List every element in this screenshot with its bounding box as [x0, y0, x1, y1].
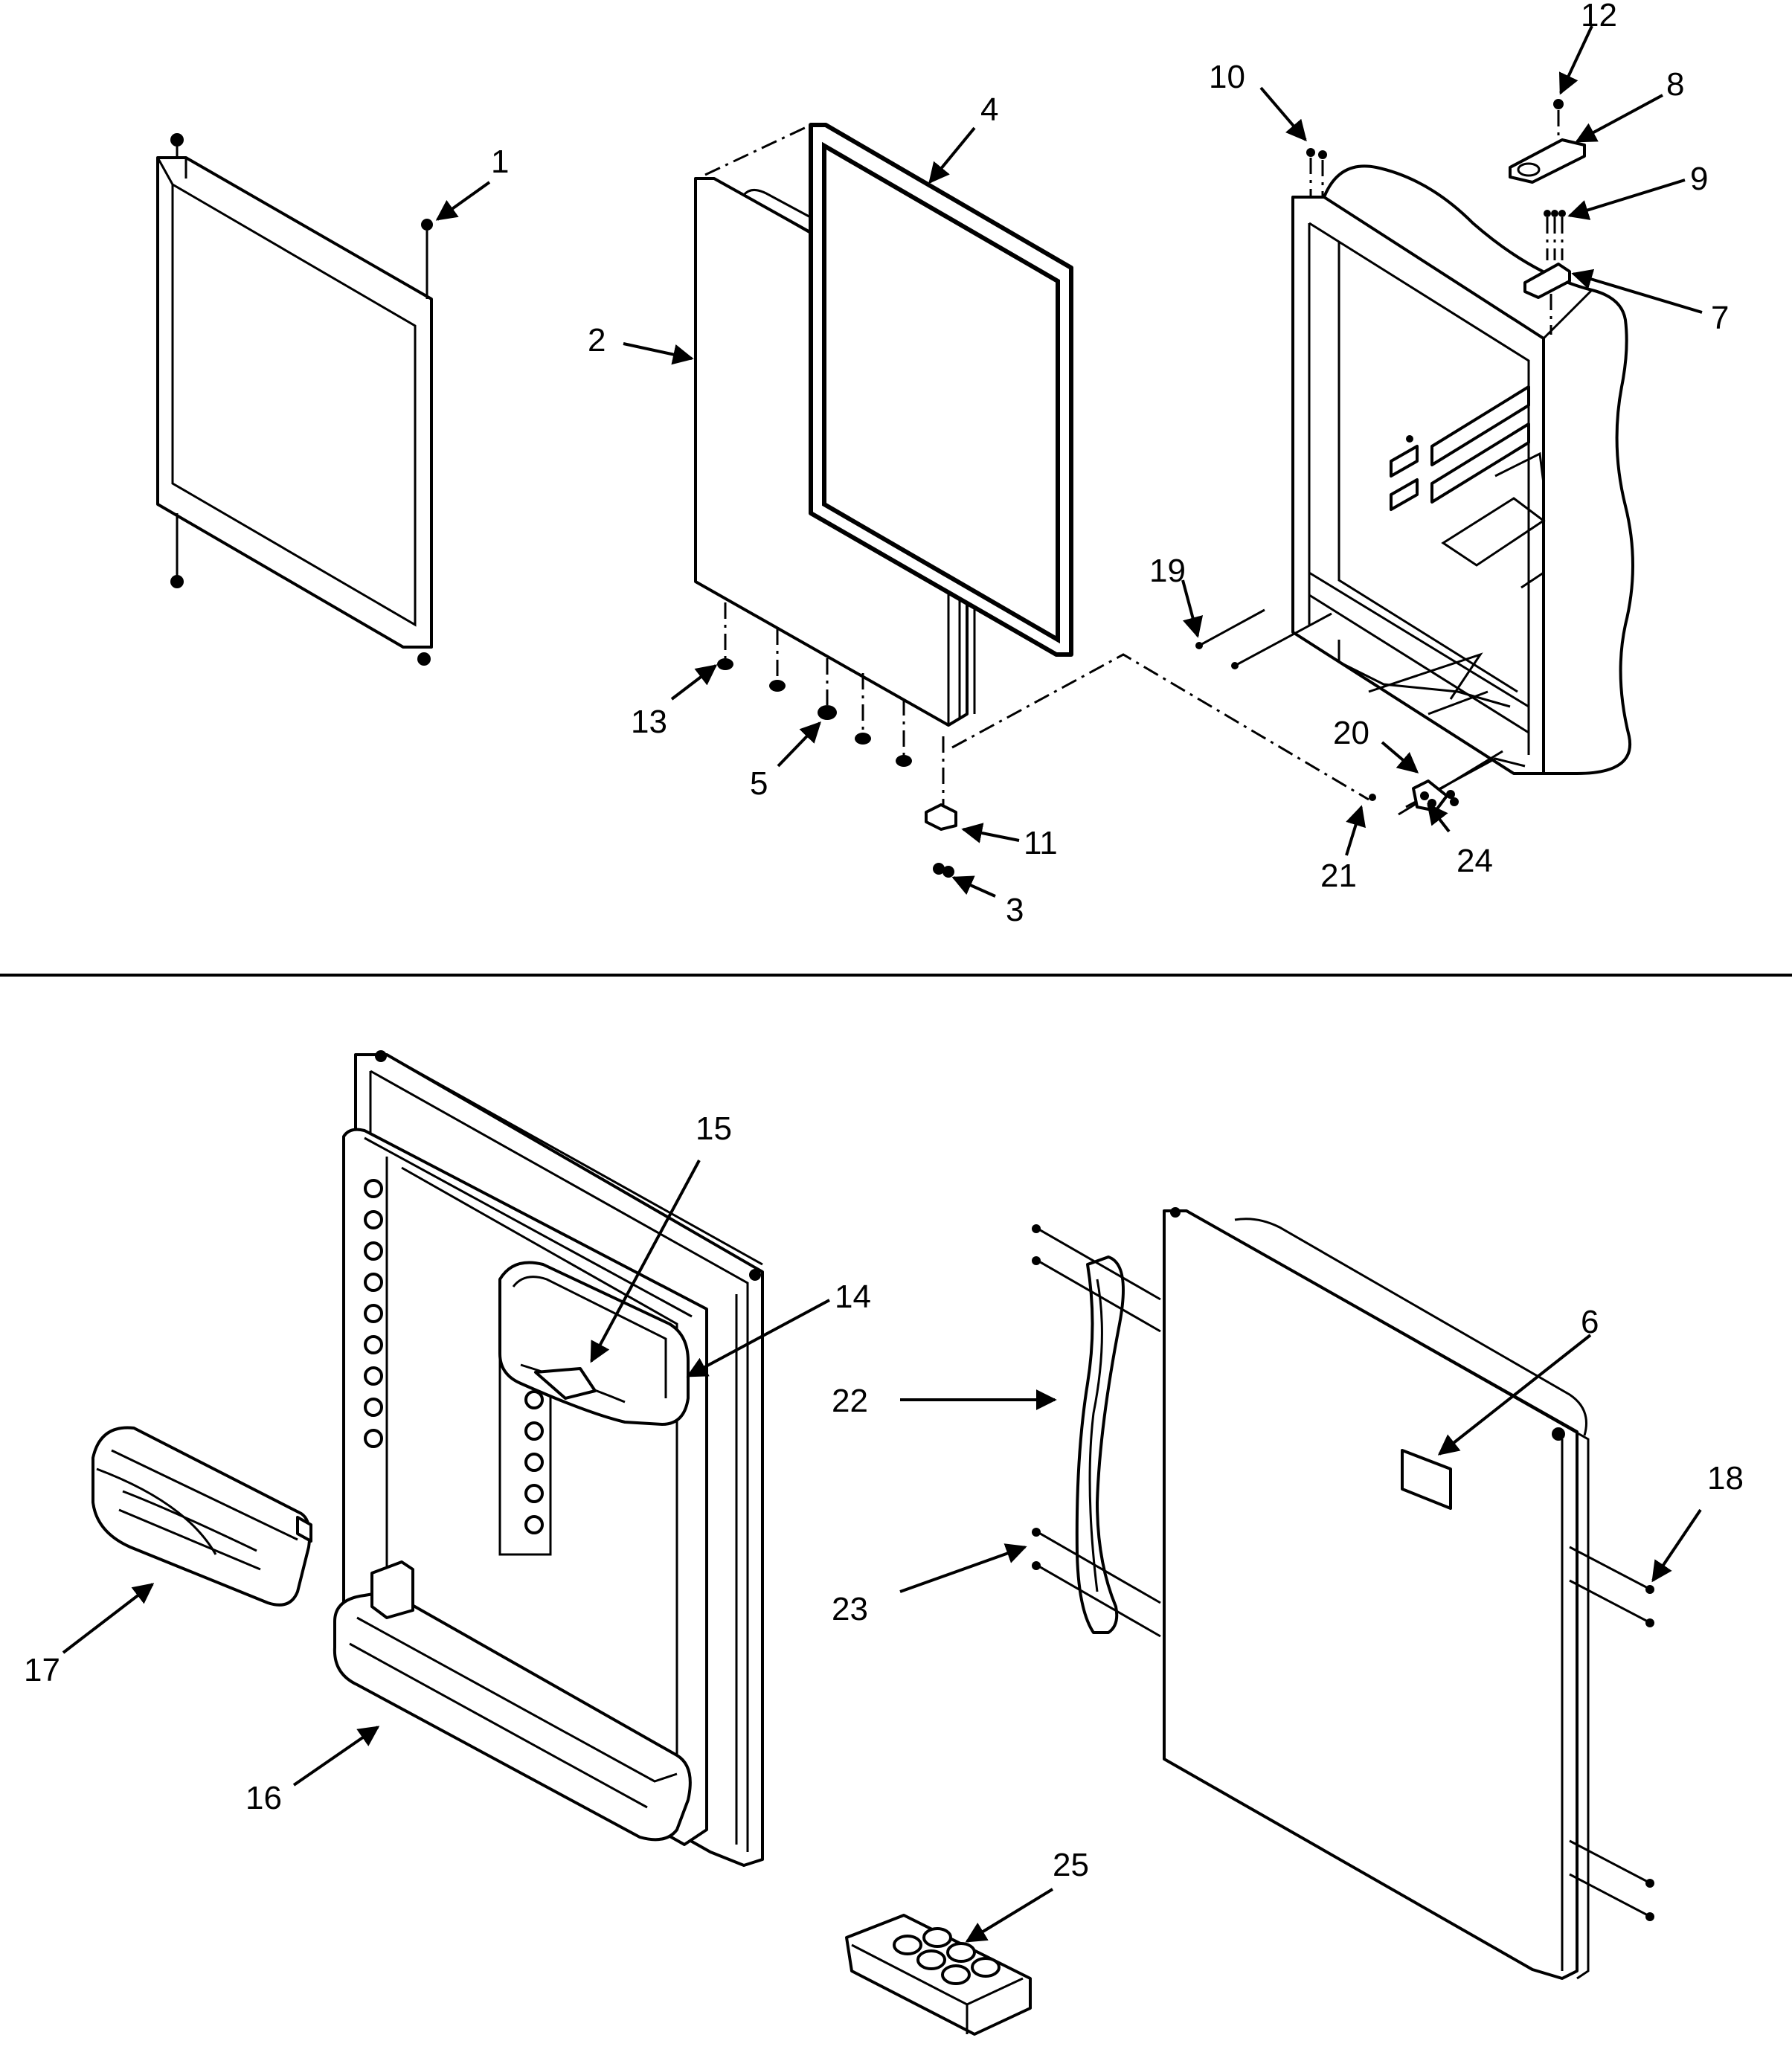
door-frame-part	[156, 133, 433, 666]
callout-1: 1	[491, 144, 509, 180]
door-bin-part	[91, 1426, 312, 1607]
callout-20: 20	[1333, 715, 1369, 751]
gasket-part	[809, 123, 1073, 657]
door-handle-part	[1032, 1224, 1161, 1638]
callout-15: 15	[696, 1110, 732, 1147]
callout-2: 2	[588, 322, 606, 358]
callout-13: 13	[631, 704, 667, 740]
door-outer-panel-part	[1163, 1207, 1590, 1980]
callout-19: 19	[1149, 553, 1186, 589]
cabinet-part	[1291, 164, 1634, 775]
callout-18: 18	[1707, 1460, 1744, 1496]
door-side-screws	[1569, 1546, 1654, 1921]
callout-24: 24	[1457, 843, 1493, 879]
callout-10: 10	[1209, 59, 1245, 95]
callout-14: 14	[835, 1279, 871, 1315]
callout-3: 3	[1006, 892, 1024, 928]
alignment-line	[951, 653, 1369, 801]
callout-12: 12	[1581, 0, 1617, 33]
callout-23: 23	[832, 1591, 868, 1627]
callout-25: 25	[1053, 1847, 1089, 1883]
top-hinge-assembly	[1509, 99, 1586, 335]
foot-pads	[717, 602, 912, 767]
callout-9: 9	[1690, 161, 1708, 197]
callout-6: 6	[1581, 1304, 1599, 1340]
egg-tray-part	[845, 1914, 1032, 2036]
alignment-line	[704, 123, 812, 176]
liner-knobs	[364, 1179, 544, 1534]
cabinet-top-screws	[1306, 148, 1327, 197]
callout-11: 11	[1024, 825, 1058, 861]
callout-16: 16	[245, 1780, 282, 1816]
callout-7: 7	[1711, 300, 1729, 336]
callout-5: 5	[750, 765, 768, 802]
callout-8: 8	[1666, 66, 1684, 103]
callout-4: 4	[980, 91, 998, 128]
bottom-bin-part	[333, 1560, 692, 1842]
callout-17: 17	[24, 1652, 60, 1688]
leader-lines	[62, 25, 1703, 1943]
callout-22: 22	[832, 1383, 868, 1419]
bottom-hinge-part	[925, 736, 957, 878]
callout-21: 21	[1320, 858, 1357, 894]
